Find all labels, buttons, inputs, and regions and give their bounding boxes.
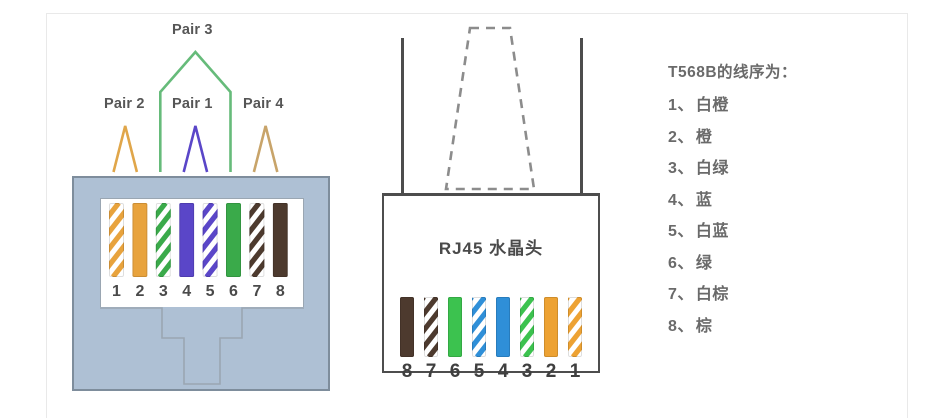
- jack-pin-number-2: 2: [135, 283, 144, 300]
- legend-row-index-2: 2、: [668, 128, 694, 146]
- jack-pin-number-8: 8: [276, 283, 285, 300]
- jack-wire-pin-2: [132, 203, 148, 277]
- legend-row-index-1: 1、: [668, 97, 694, 114]
- plug-post-left: [401, 38, 404, 196]
- pair-arch-pair-3: [159, 50, 232, 172]
- pair-label-pair-2: Pair 2: [104, 96, 145, 112]
- plug-wire-pin-7: [424, 297, 438, 357]
- legend-row-8: 8、棕: [668, 312, 797, 336]
- pair-label-pair-4: Pair 4: [243, 96, 284, 112]
- legend-row-6: 6、绿: [668, 249, 797, 273]
- plug-pin-number-7: 7: [426, 361, 437, 382]
- legend-row-index-4: 4、: [668, 191, 694, 209]
- jack-pin-number-4: 4: [182, 283, 191, 300]
- pair-arch-pair-4: [252, 125, 279, 173]
- plug-wire-pin-6: [448, 297, 462, 357]
- legend-row-index-7: 7、: [668, 286, 694, 303]
- pair-arch-pair-2: [112, 125, 139, 173]
- plug-pin-number-4: 4: [498, 361, 509, 382]
- plug-wire-pin-8: [400, 297, 414, 357]
- legend-row-2: 2、橙: [668, 123, 797, 147]
- plug-latch-outline: [444, 26, 536, 191]
- jack-wire-pin-7: [249, 203, 265, 277]
- plug-pin-number-5: 5: [474, 361, 485, 382]
- legend-row-name-8: 棕: [695, 317, 713, 335]
- legend-row-name-4: 蓝: [695, 191, 713, 209]
- plug-pin-number-6: 6: [450, 361, 461, 382]
- jack-keyhole-svg: [100, 307, 304, 385]
- legend-row-index-5: 5、: [668, 223, 694, 240]
- pair-arch-svg: [112, 50, 279, 173]
- plug-wire-pin-1: [568, 297, 582, 357]
- jack-wire-pin-6: [226, 203, 241, 277]
- legend-row-1: 1、白橙: [668, 91, 797, 115]
- legend-row-7: 7、白棕: [668, 280, 797, 304]
- jack-wire-pin-4: [179, 203, 195, 277]
- jack-wire-pin-3: [155, 203, 171, 277]
- plug-label: RJ45 水晶头: [438, 239, 544, 258]
- legend-row-name-2: 橙: [695, 128, 713, 146]
- legend-row-4: 4、蓝: [668, 186, 797, 210]
- plug-wire-pin-2: [544, 297, 558, 357]
- jack-pin-number-5: 5: [206, 283, 215, 300]
- pair-label-pair-3: Pair 3: [172, 22, 213, 38]
- jack-wire-pin-1: [109, 203, 124, 277]
- jack-pin-number-7: 7: [252, 283, 261, 300]
- jack-pin-number-6: 6: [229, 283, 238, 300]
- legend-row-name-7: 白棕: [695, 286, 729, 303]
- jack-pin-number-1: 1: [112, 283, 121, 300]
- pair-arch-group: [0, 0, 360, 180]
- jack-wire-pin-8: [272, 203, 288, 277]
- plug-pin-number-1: 1: [570, 361, 581, 382]
- legend-row-3: 3、白绿: [668, 154, 797, 178]
- plug-post-right: [580, 38, 583, 196]
- legend-row-index-6: 6、: [668, 254, 694, 272]
- legend-row-name-1: 白橙: [695, 97, 729, 114]
- legend-row-name-5: 白蓝: [695, 223, 729, 240]
- plug-wire-pin-4: [496, 297, 510, 357]
- legend-title: T568B的线序为：: [668, 64, 798, 81]
- jack-wire-pin-5: [202, 203, 218, 277]
- plug-pin-number-2: 2: [546, 361, 557, 382]
- plug-pin-number-8: 8: [402, 361, 413, 382]
- plug-wire-pin-5: [472, 297, 486, 357]
- plug-wire-pin-3: [520, 297, 534, 357]
- legend-row-name-3: 白绿: [695, 160, 729, 177]
- pair-arch-pair-1: [182, 125, 209, 173]
- jack-keyhole: [100, 307, 304, 392]
- legend-row-index-3: 3、: [668, 160, 694, 177]
- legend-row-index-8: 8、: [668, 317, 694, 335]
- jack-pin-number-3: 3: [159, 283, 168, 300]
- pair-label-pair-1: Pair 1: [172, 96, 213, 112]
- legend-row-5: 5、白蓝: [668, 217, 797, 241]
- rj45-plug-body: [382, 193, 600, 373]
- legend-row-name-6: 绿: [695, 254, 713, 272]
- plug-pin-number-3: 3: [522, 361, 533, 382]
